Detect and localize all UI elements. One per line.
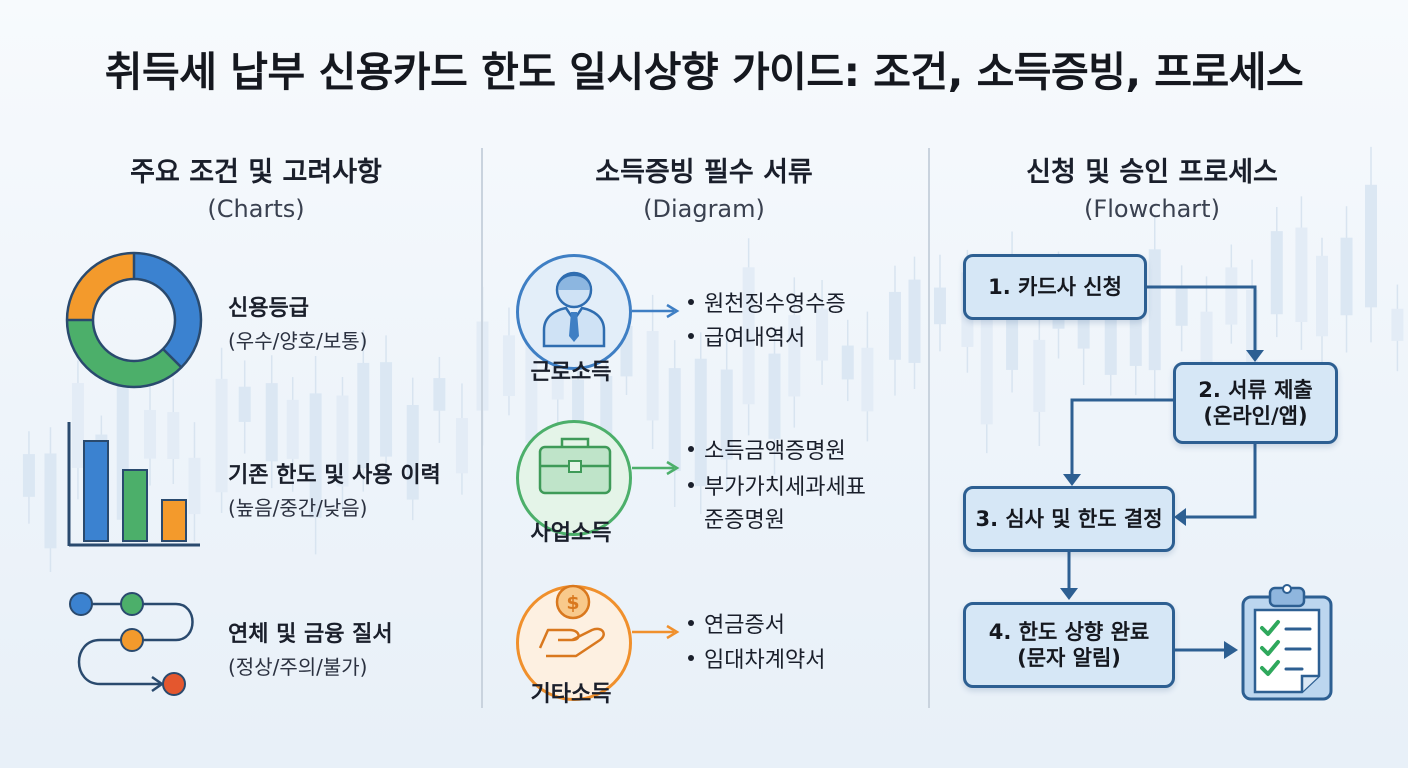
flow-step-3-line1: 3. 심사 및 한도 결정 bbox=[975, 506, 1163, 531]
flow-step-4-line1: 4. 한도 상향 완료 bbox=[988, 619, 1150, 644]
donut-segment-green bbox=[67, 319, 182, 388]
bullet-dot bbox=[688, 333, 694, 339]
criteria-credit-grade-title: 신용등급 bbox=[228, 296, 309, 321]
doc-text: 소득금액증명원 bbox=[704, 439, 846, 464]
doc-item: 연금증서 bbox=[688, 607, 785, 639]
flow-step-1: 1. 카드사 신청 bbox=[963, 254, 1147, 320]
doc-text: 연금증서 bbox=[704, 613, 785, 638]
doc-text: 부가가치세과세표 bbox=[704, 475, 866, 500]
process-column-header: 신청 및 승인 프로세스 (Flowchart) bbox=[942, 150, 1362, 223]
bullet-dot bbox=[688, 446, 694, 452]
group-label-employment: 근로소득 bbox=[530, 360, 612, 385]
donut-segment-orange bbox=[67, 253, 135, 321]
doc-item: 소득금액증명원 bbox=[688, 433, 846, 465]
documents-heading: 소득증빙 필수 서류 bbox=[595, 157, 813, 188]
documents-column-header: 소득증빙 필수 서류 (Diagram) bbox=[494, 150, 914, 223]
doc-item: 임대차계약서 bbox=[688, 642, 825, 674]
flow-step-2-line1: 2. 서류 제출 bbox=[1198, 377, 1313, 402]
flow-step-4: 4. 한도 상향 완료 (문자 알림) bbox=[963, 602, 1175, 688]
flow-step-3: 3. 심사 및 한도 결정 bbox=[963, 486, 1175, 552]
documents-subheading: (Diagram) bbox=[643, 195, 765, 223]
bar-mid bbox=[122, 469, 148, 542]
dot-orange bbox=[120, 628, 144, 652]
doc-text: 급여내역서 bbox=[704, 326, 806, 351]
column-divider bbox=[481, 148, 483, 708]
criteria-delinquency-sub: (정상/주의/불가) bbox=[228, 655, 368, 679]
criteria-heading: 주요 조건 및 고려사항 bbox=[130, 157, 382, 188]
doc-item: 부가가치세과세표 bbox=[688, 469, 866, 501]
flow-step-4-line2: (문자 알림) bbox=[1017, 646, 1121, 670]
column-divider bbox=[928, 148, 930, 708]
bullet-dot bbox=[688, 299, 694, 305]
group-label-business: 사업소득 bbox=[530, 521, 612, 546]
criteria-delinquency-title: 연체 및 금융 질서 bbox=[228, 622, 393, 647]
process-subheading: (Flowchart) bbox=[1084, 195, 1220, 223]
bullet-dot bbox=[688, 655, 694, 661]
dot-red bbox=[162, 672, 186, 696]
employee-circle bbox=[516, 254, 632, 370]
dot-green bbox=[120, 592, 144, 616]
doc-item: 원천징수영수증 bbox=[688, 286, 846, 318]
criteria-credit-grade-sub: (우수/양호/보통) bbox=[228, 329, 368, 353]
flow-step-2: 2. 서류 제출 (온라인/앱) bbox=[1173, 362, 1338, 444]
donut-segment-blue bbox=[133, 253, 202, 368]
bullet-dot bbox=[688, 482, 694, 488]
doc-text: 원천징수영수증 bbox=[704, 292, 846, 317]
bar-high bbox=[83, 440, 109, 542]
criteria-limit-history-sub: (높음/중간/낮음) bbox=[228, 496, 368, 520]
bullet-dot bbox=[688, 620, 694, 626]
doc-item: 급여내역서 bbox=[688, 320, 805, 352]
dot-blue bbox=[69, 592, 93, 616]
criteria-limit-history-title: 기존 한도 및 사용 이력 bbox=[228, 463, 441, 488]
criteria-column-header: 주요 조건 및 고려사항 (Charts) bbox=[46, 150, 466, 223]
page-title: 취득세 납부 신용카드 한도 일시상향 가이드: 조건, 소득증빙, 프로세스 bbox=[104, 48, 1304, 96]
criteria-subheading: (Charts) bbox=[207, 195, 305, 223]
process-heading: 신청 및 승인 프로세스 bbox=[1026, 157, 1278, 188]
bar-low bbox=[161, 499, 187, 542]
flow-step-2-line2: (온라인/앱) bbox=[1203, 404, 1308, 428]
flow-step-1-line1: 1. 카드사 신청 bbox=[988, 274, 1122, 299]
doc-item-continuation: 준증명원 bbox=[704, 508, 785, 533]
doc-text: 임대차계약서 bbox=[704, 648, 826, 673]
group-label-other: 기타소득 bbox=[530, 682, 612, 707]
